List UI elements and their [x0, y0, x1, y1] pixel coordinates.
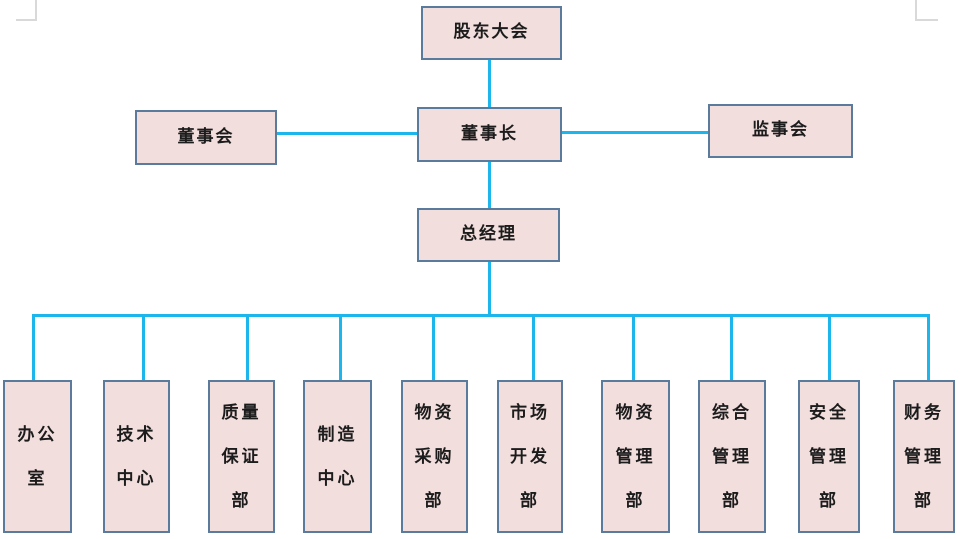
page-crop-mark-top-right-vertical [915, 0, 917, 20]
page-crop-mark-top-left-horizontal [16, 19, 37, 21]
org-node-label: 质量 保证 部 [221, 402, 262, 511]
org-node-materials-procurement-dept[interactable]: 物资 采购 部 [401, 380, 468, 533]
connector-bus-line [32, 314, 930, 317]
connector-chairman-to-gm [488, 162, 491, 208]
org-node-technology-center[interactable]: 技术 中心 [103, 380, 170, 533]
page-crop-mark-top-left-vertical [35, 0, 37, 20]
org-node-label: 股东大会 [453, 22, 530, 43]
org-node-chairman[interactable]: 董事长 [417, 107, 562, 162]
connector-drop-manufacturing-center [339, 314, 342, 380]
connector-drop-safety-management [828, 314, 831, 380]
org-node-general-management-dept[interactable]: 综合 管理 部 [698, 380, 766, 533]
org-node-label: 办公 室 [17, 424, 58, 489]
connector-shareholders-to-chairman [488, 60, 491, 107]
org-node-shareholders-meeting[interactable]: 股东大会 [421, 6, 562, 60]
connector-board-to-chairman [277, 132, 417, 135]
org-node-label: 市场 开发 部 [510, 402, 550, 511]
connector-drop-market-development [532, 314, 535, 380]
org-node-market-development-dept[interactable]: 市场 开发 部 [497, 380, 563, 533]
org-node-label: 总经理 [460, 224, 517, 245]
connector-drop-technology-center [142, 314, 145, 380]
org-node-label: 董事会 [177, 126, 235, 147]
connector-drop-office [32, 314, 35, 380]
org-node-label: 董事长 [461, 123, 518, 144]
org-node-board-of-directors[interactable]: 董事会 [135, 110, 277, 165]
org-node-label: 财务 管理 部 [904, 402, 944, 511]
connector-drop-finance-management [927, 314, 930, 380]
connector-drop-materials-procurement [432, 314, 435, 380]
org-node-label: 物资 采购 部 [414, 402, 455, 511]
org-node-label: 综合 管理 部 [712, 402, 752, 511]
org-node-label: 技术 中心 [116, 424, 157, 489]
connector-drop-quality-assurance [246, 314, 249, 380]
org-node-general-manager[interactable]: 总经理 [417, 208, 560, 262]
connector-gm-to-bus [488, 262, 491, 317]
org-node-office[interactable]: 办公 室 [3, 380, 72, 533]
connector-drop-materials-management [632, 314, 635, 380]
org-node-label: 安全 管理 部 [809, 402, 849, 511]
org-node-supervisory-board[interactable]: 监事会 [708, 104, 853, 158]
connector-chairman-to-supervisory [562, 131, 708, 134]
org-node-label: 物资 管理 部 [615, 402, 656, 511]
connector-drop-general-management [730, 314, 733, 380]
org-node-safety-management-dept[interactable]: 安全 管理 部 [798, 380, 860, 533]
org-node-manufacturing-center[interactable]: 制造 中心 [303, 380, 372, 533]
page-crop-mark-top-right-horizontal [915, 19, 938, 21]
org-node-quality-assurance-dept[interactable]: 质量 保证 部 [208, 380, 275, 533]
org-node-label: 制造 中心 [317, 424, 358, 489]
org-node-finance-management-dept[interactable]: 财务 管理 部 [893, 380, 955, 533]
org-node-materials-management-dept[interactable]: 物资 管理 部 [601, 380, 670, 533]
org-node-label: 监事会 [752, 120, 809, 141]
